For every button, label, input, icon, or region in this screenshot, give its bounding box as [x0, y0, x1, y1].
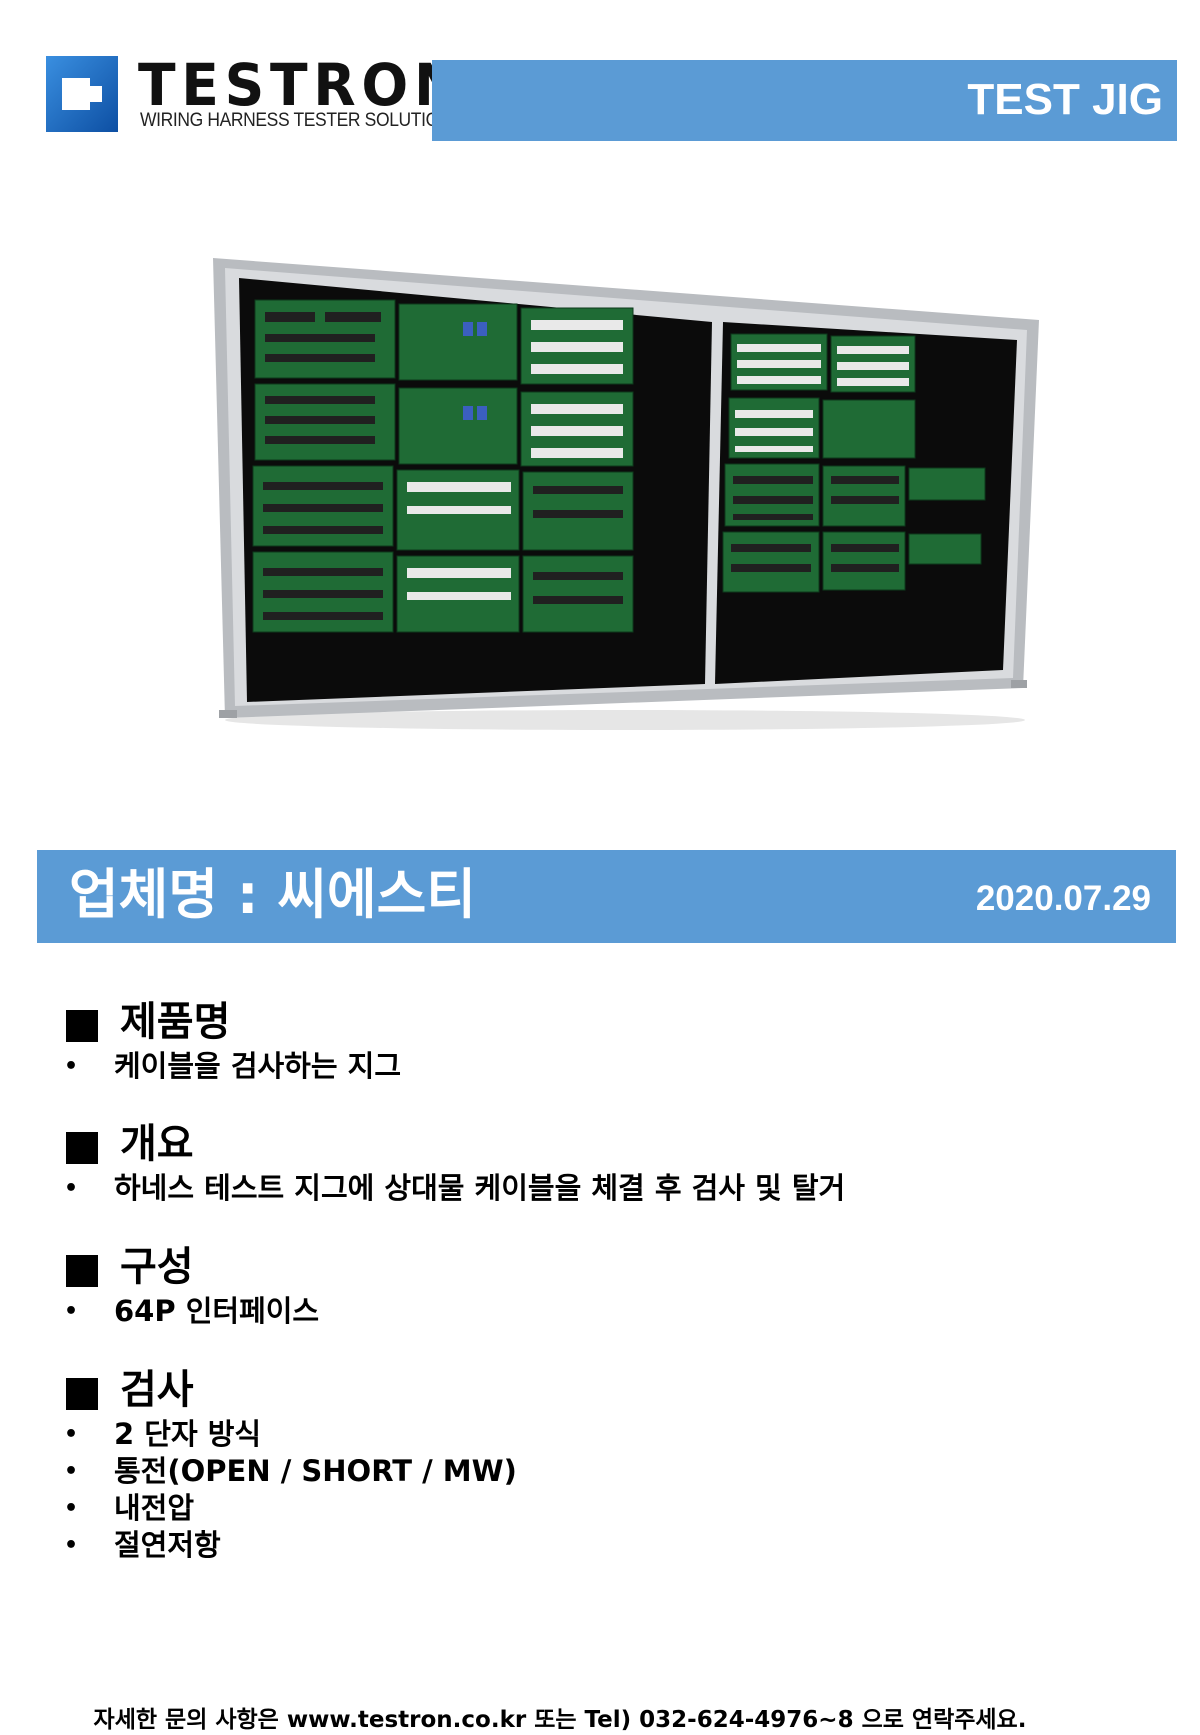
section-title: 구성 [120, 1244, 194, 1290]
page-title: TEST JIG [967, 75, 1163, 124]
item-list: • 2 단자 방식 • 통전(OPEN / SHORT / MW) • 내전압 • 절연… [64, 1416, 1164, 1564]
section-heading: 검사 [64, 1364, 1164, 1416]
square-bullet-icon [66, 1010, 98, 1042]
item-list: • 64P 인터페이스 [64, 1293, 1164, 1330]
list-item: • 통전(OPEN / SHORT / MW) [64, 1453, 1164, 1490]
bullet: • [64, 1054, 79, 1079]
bullet: • [64, 1459, 79, 1484]
section-title: 개요 [120, 1121, 194, 1167]
testron-logo: TESTRON WIRING HARNESS TESTER SOLUTIONS [46, 51, 463, 138]
item-text: 내전압 [114, 1491, 195, 1525]
section-heading: 개요 [64, 1118, 1164, 1170]
square-bullet-icon [66, 1255, 98, 1287]
item-text: 64P 인터페이스 [114, 1294, 320, 1328]
section-heading: 제품명 [64, 996, 1164, 1048]
square-bullet-icon [66, 1132, 98, 1164]
item-list: • 하네스 테스트 지그에 상대물 케이블을 체결 후 검사 및 탈거 [64, 1170, 1164, 1207]
square-bullet-icon [66, 1378, 98, 1410]
logo-name: TESTRON [138, 51, 466, 119]
bullet: • [64, 1422, 79, 1447]
bullet: • [64, 1496, 79, 1521]
bullet: • [64, 1299, 79, 1324]
section-title: 검사 [120, 1367, 194, 1413]
section-product-name: 제품명 • 케이블을 검사하는 지그 [64, 996, 1164, 1085]
contact-footer: 자세한 문의 사항은 www.testron.co.kr 또는 Tel) 032… [93, 1707, 1027, 1733]
item-text: 2 단자 방식 [114, 1417, 262, 1451]
section-overview: 개요 • 하네스 테스트 지그에 상대물 케이블을 체결 후 검사 및 탈거 [64, 1118, 1164, 1207]
product-photo [213, 258, 1039, 730]
list-item: • 절연저항 [64, 1527, 1164, 1564]
company-name: 업체명 : 씨에스티 [69, 863, 476, 926]
item-text: 절연저항 [114, 1528, 221, 1562]
item-text: 하네스 테스트 지그에 상대물 케이블을 체결 후 검사 및 탈거 [114, 1171, 846, 1205]
list-item: • 64P 인터페이스 [64, 1293, 1164, 1330]
bullet: • [64, 1533, 79, 1558]
section-composition: 구성 • 64P 인터페이스 [64, 1241, 1164, 1330]
testron-logo-icon [46, 56, 118, 132]
list-item: • 하네스 테스트 지그에 상대물 케이블을 체결 후 검사 및 탈거 [64, 1170, 1164, 1207]
section-heading: 구성 [64, 1241, 1164, 1293]
section-inspection: 검사 • 2 단자 방식 • 통전(OPEN / SHORT / MW) • 내전압 … [64, 1364, 1164, 1564]
item-text: 통전(OPEN / SHORT / MW) [114, 1454, 517, 1488]
bullet: • [64, 1176, 79, 1201]
list-item: • 내전압 [64, 1490, 1164, 1527]
list-item: • 케이블을 검사하는 지그 [64, 1048, 1164, 1085]
company-bar: 업체명 : 씨에스티 2020.07.29 [37, 850, 1176, 943]
logo-tagline: WIRING HARNESS TESTER SOLUTIONS [140, 110, 463, 131]
section-title: 제품명 [120, 999, 231, 1045]
item-list: • 케이블을 검사하는 지그 [64, 1048, 1164, 1085]
list-item: • 2 단자 방식 [64, 1416, 1164, 1453]
document-date: 2020.07.29 [975, 879, 1151, 918]
item-text: 케이블을 검사하는 지그 [114, 1049, 401, 1083]
title-bar: TEST JIG [432, 60, 1177, 141]
